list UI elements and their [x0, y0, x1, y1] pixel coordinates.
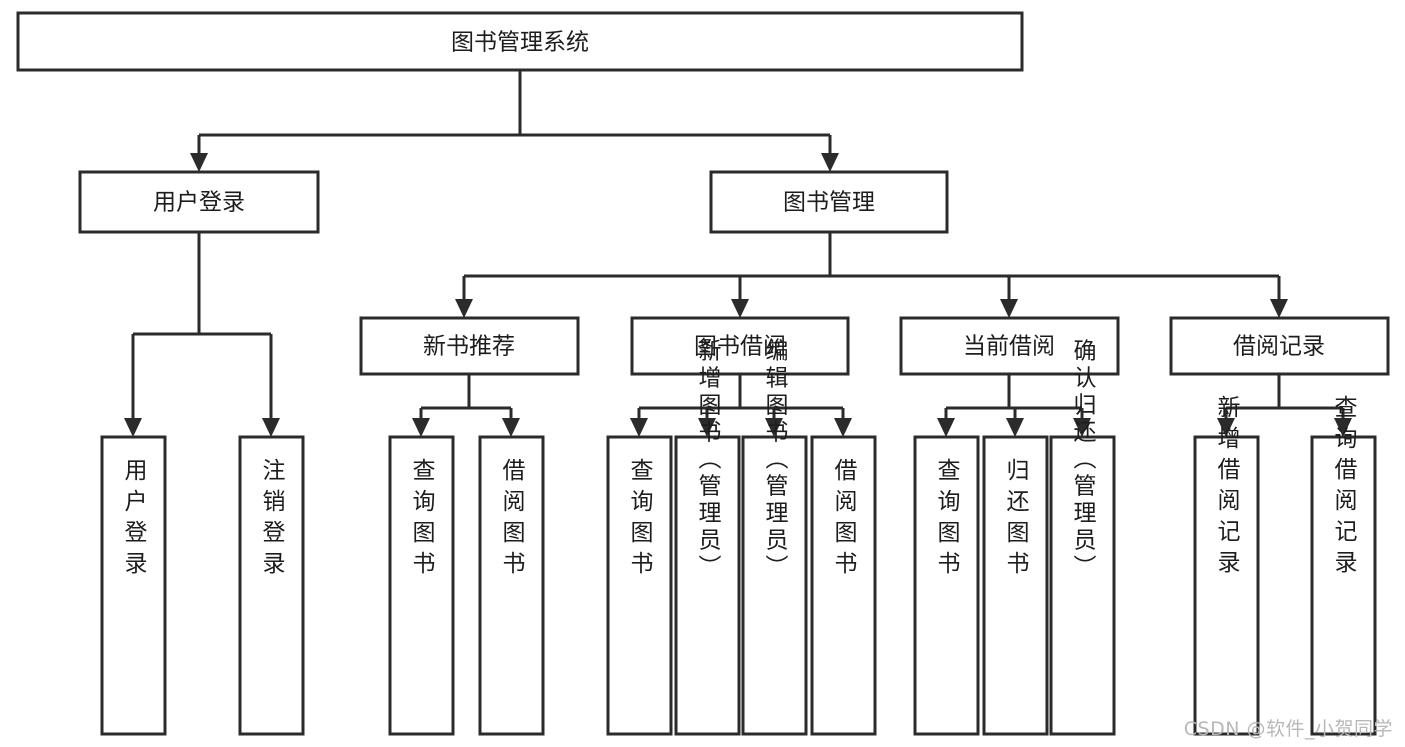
arrow-head-icon — [821, 153, 839, 172]
node-leaf-borrow-book-1[interactable]: 借阅图书 — [478, 435, 545, 736]
arrow-head-icon — [834, 418, 852, 437]
node-leaf-add-book-label: 新增图书（管理员） — [694, 339, 722, 582]
node-leaf-confirm-return-box[interactable] — [1049, 435, 1116, 736]
node-leaf-query-book-1-box[interactable] — [388, 435, 455, 736]
connector-group-root — [190, 70, 839, 172]
node-leaf-borrow-book-1-box[interactable] — [478, 435, 545, 736]
node-root-box[interactable] — [16, 11, 1024, 72]
node-current-borrow[interactable]: 当前借阅 — [899, 316, 1120, 376]
node-leaf-confirm-return[interactable]: 确认归还（管理员） — [1049, 339, 1116, 736]
arrow-head-icon — [502, 418, 520, 437]
node-leaf-user-login-label: 用户登录 — [120, 458, 148, 582]
node-leaf-query-book-3-box[interactable] — [913, 435, 980, 736]
node-leaf-borrow-book-1-label: 借阅图书 — [498, 458, 526, 582]
arrow-head-icon — [1073, 418, 1091, 437]
node-book-borrow-box[interactable] — [630, 316, 850, 376]
node-user-login-label: 用户登录 — [153, 190, 245, 216]
arrow-head-icon — [1334, 418, 1352, 437]
node-leaf-edit-book-box[interactable] — [741, 435, 808, 736]
node-current-borrow-label: 当前借阅 — [963, 334, 1055, 360]
arrow-head-icon — [698, 418, 716, 437]
node-book-manage[interactable]: 图书管理 — [709, 170, 949, 234]
node-leaf-user-logout-box[interactable] — [238, 435, 305, 736]
node-leaf-return-book-box[interactable] — [982, 435, 1049, 736]
arrow-head-icon — [630, 418, 648, 437]
node-current-borrow-box[interactable] — [899, 316, 1120, 376]
arrow-head-icon — [262, 418, 280, 437]
node-book-manage-box[interactable] — [709, 170, 949, 234]
node-leaf-query-record-label: 查询借阅记录 — [1330, 395, 1358, 581]
arrow-head-icon — [455, 299, 473, 318]
node-leaf-add-record-box[interactable] — [1193, 435, 1260, 736]
node-borrow-record[interactable]: 借阅记录 — [1169, 316, 1390, 376]
node-leaf-borrow-book-2[interactable]: 借阅图书 — [810, 435, 877, 736]
node-leaf-return-book-label: 归还图书 — [1002, 458, 1030, 582]
node-leaf-confirm-return-label: 确认归还（管理员） — [1069, 339, 1097, 582]
connector-group-book-manage — [455, 232, 1288, 318]
arrow-head-icon — [124, 418, 142, 437]
node-book-borrow-label: 图书借阅 — [694, 334, 786, 360]
arrow-head-icon — [937, 418, 955, 437]
node-leaf-borrow-book-2-box[interactable] — [810, 435, 877, 736]
node-leaf-query-book-2-box[interactable] — [606, 435, 673, 736]
node-leaf-query-record-box[interactable] — [1310, 435, 1377, 736]
node-leaf-query-book-3-label: 查询图书 — [933, 458, 961, 582]
node-new-book-rec[interactable]: 新书推荐 — [359, 316, 580, 376]
arrow-head-icon — [1217, 418, 1235, 437]
node-leaf-user-login-box[interactable] — [100, 435, 167, 736]
node-leaf-query-record[interactable]: 查询借阅记录 — [1310, 395, 1377, 736]
connector-group-book-borrow — [630, 374, 852, 437]
node-root-label: 图书管理系统 — [451, 30, 589, 56]
node-leaf-edit-book-label: 编辑图书（管理员） — [761, 339, 789, 582]
node-leaf-add-book[interactable]: 新增图书（管理员） — [674, 339, 741, 736]
node-leaf-query-book-2-label: 查询图书 — [626, 458, 654, 582]
node-leaf-borrow-book-2-label: 借阅图书 — [830, 458, 858, 582]
node-leaf-user-logout[interactable]: 注销登录 — [238, 435, 305, 736]
node-book-manage-label: 图书管理 — [783, 190, 875, 216]
node-borrow-record-label: 借阅记录 — [1233, 334, 1325, 360]
node-root[interactable]: 图书管理系统 — [16, 11, 1024, 72]
arrow-head-icon — [1000, 299, 1018, 318]
arrow-head-icon — [765, 418, 783, 437]
arrow-head-icon — [190, 153, 208, 172]
node-user-login[interactable]: 用户登录 — [78, 170, 320, 234]
node-leaf-user-login[interactable]: 用户登录 — [100, 435, 167, 736]
node-leaf-query-book-1[interactable]: 查询图书 — [388, 435, 455, 736]
node-new-book-rec-box[interactable] — [359, 316, 580, 376]
node-leaf-user-logout-label: 注销登录 — [258, 458, 286, 582]
connector-group-user-login — [124, 232, 280, 437]
node-leaf-add-book-box[interactable] — [674, 435, 741, 736]
connector-group-borrow-record — [1217, 374, 1352, 437]
node-leaf-add-record-label: 新增借阅记录 — [1213, 395, 1241, 581]
node-new-book-rec-label: 新书推荐 — [423, 334, 515, 360]
node-leaf-query-book-1-label: 查询图书 — [408, 458, 436, 582]
node-user-login-box[interactable] — [78, 170, 320, 234]
arrow-head-icon — [1270, 299, 1288, 318]
node-borrow-record-box[interactable] — [1169, 316, 1390, 376]
node-leaf-edit-book[interactable]: 编辑图书（管理员） — [741, 339, 808, 736]
arrow-head-icon — [412, 418, 430, 437]
connector-group-new-book-rec — [412, 374, 520, 437]
node-leaf-query-book-3[interactable]: 查询图书 — [913, 435, 980, 736]
node-leaf-query-book-2[interactable]: 查询图书 — [606, 435, 673, 736]
arrow-head-icon — [731, 299, 749, 318]
arrow-head-icon — [1006, 418, 1024, 437]
node-leaf-return-book[interactable]: 归还图书 — [982, 435, 1049, 736]
node-book-borrow[interactable]: 图书借阅 — [630, 316, 850, 376]
connector-group-current-borrow — [937, 374, 1091, 437]
node-leaf-add-record[interactable]: 新增借阅记录 — [1193, 395, 1260, 736]
